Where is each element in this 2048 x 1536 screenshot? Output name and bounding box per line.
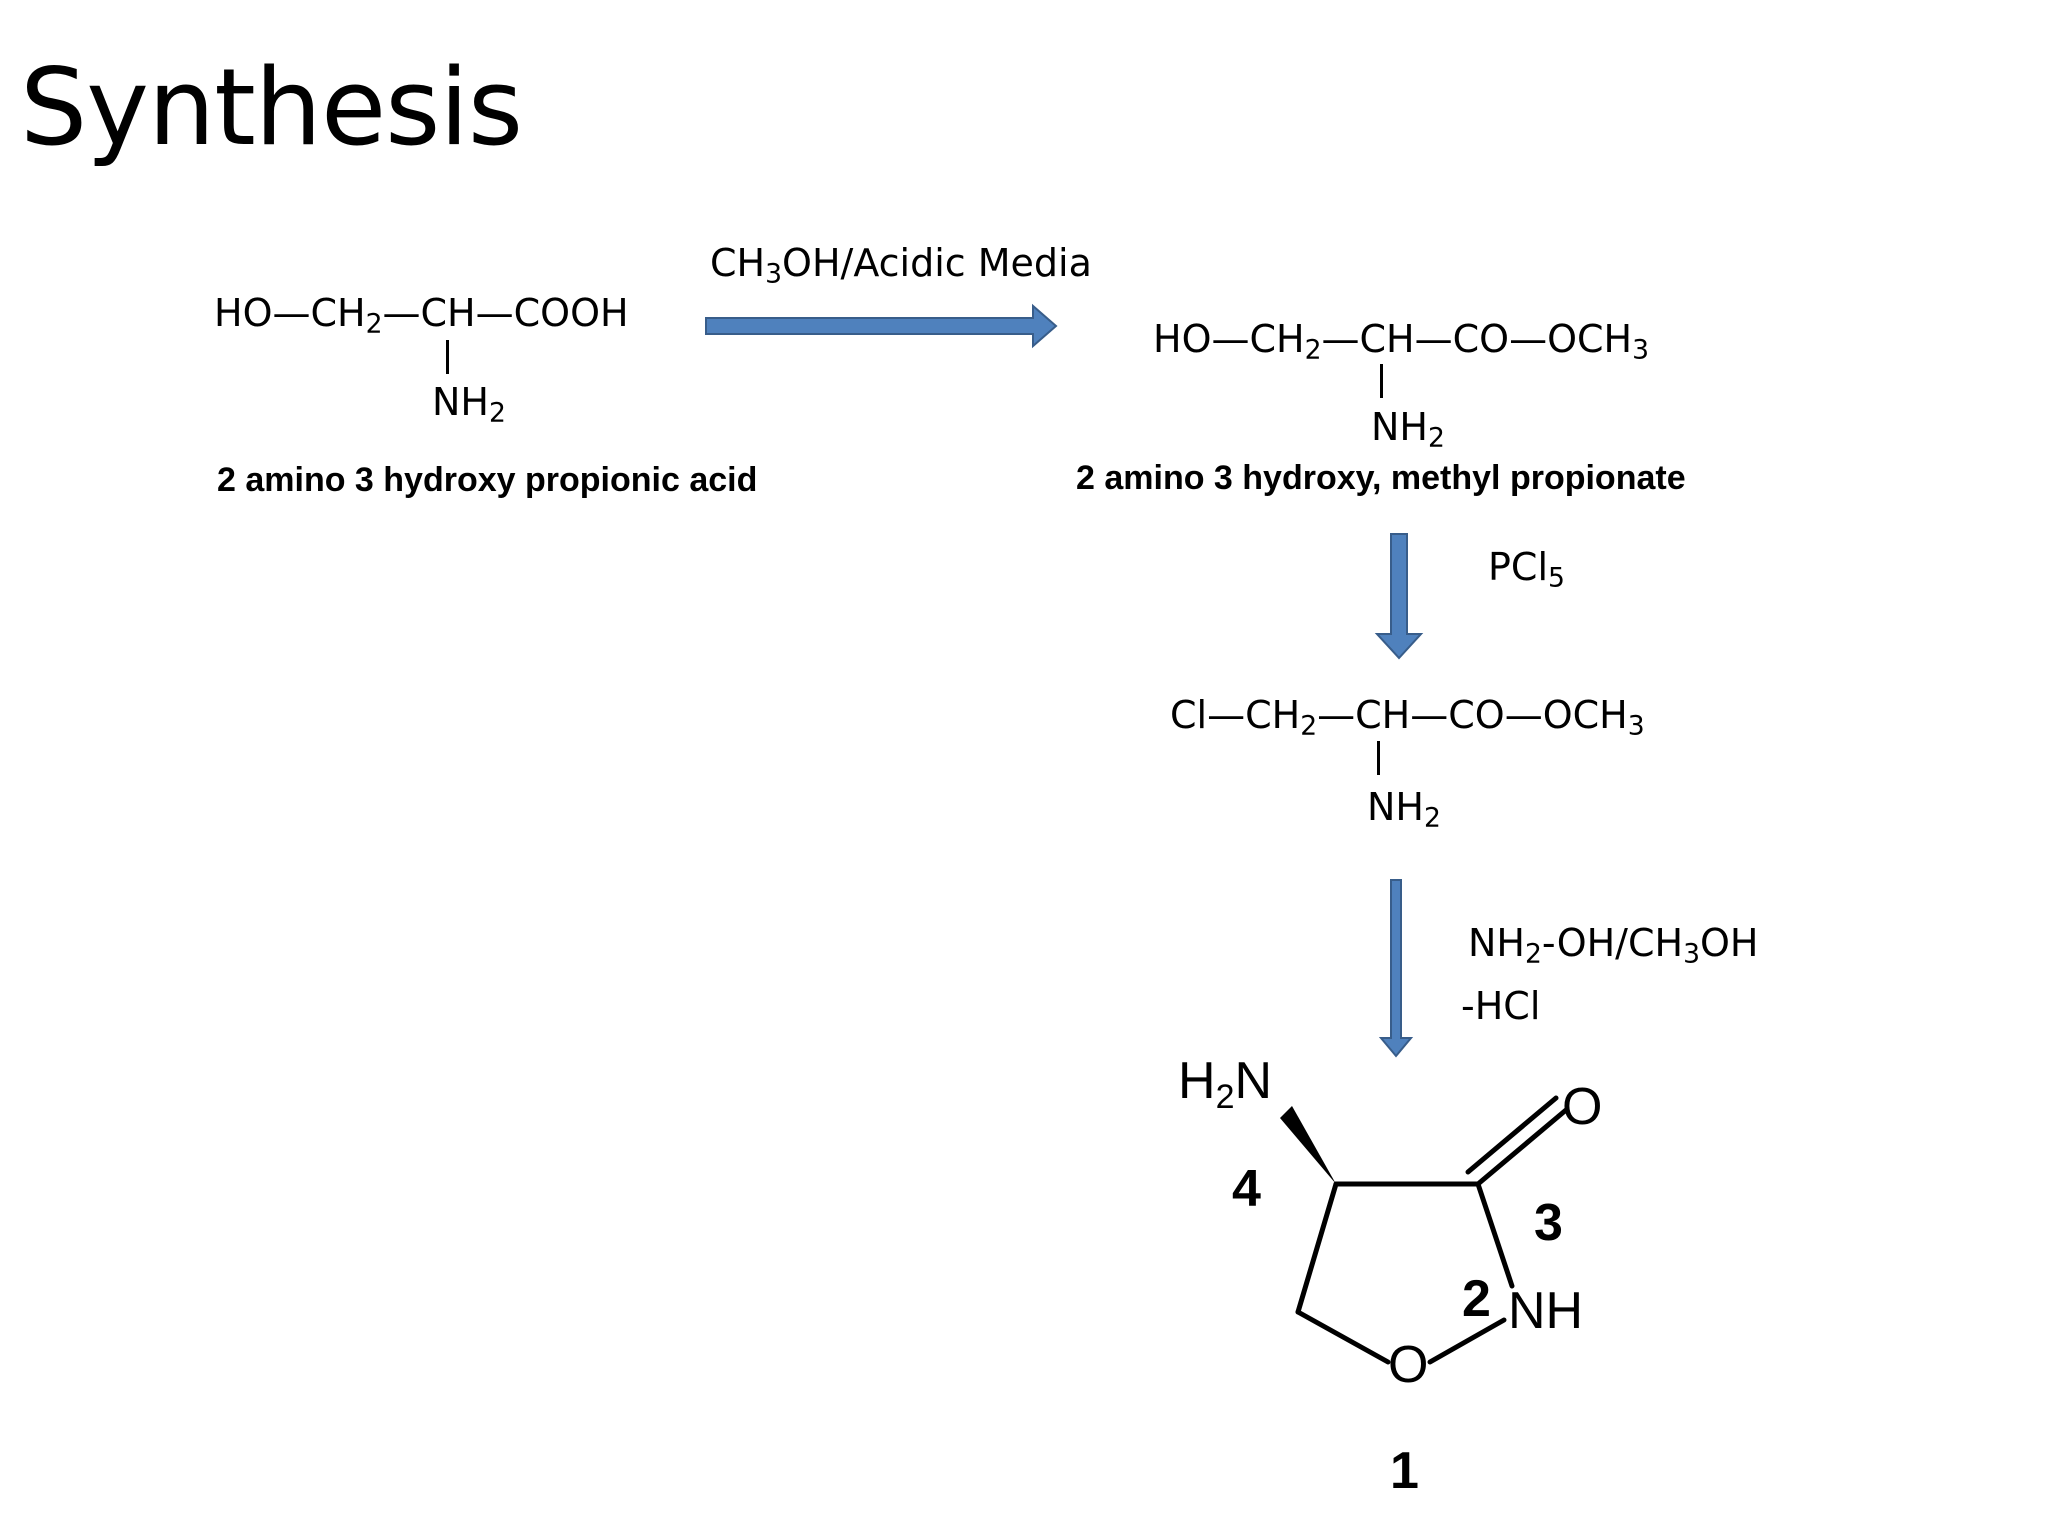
position-label-1: 1	[1390, 1442, 1419, 1500]
step2-arrow-shape	[1374, 533, 1424, 660]
step3-reagent-line2: -HCl	[1461, 984, 1541, 1028]
ester-chain: HO—CH2—CH—CO—OCH3	[1153, 317, 1650, 366]
amine-group: H2N	[1178, 1052, 1272, 1116]
serine-bond	[446, 340, 449, 374]
bond-c5-c4	[1295, 1181, 1339, 1315]
step2-arrow	[1374, 533, 1424, 660]
position-label-4: 4	[1232, 1160, 1261, 1218]
step1-arrow-shape	[705, 303, 1058, 349]
step1-reagent: CH3OH/Acidic Media	[710, 241, 1092, 290]
bond-o1-c5	[1295, 1309, 1391, 1365]
bond-n2-o1	[1427, 1317, 1507, 1365]
carbonyl-oxygen: O	[1562, 1078, 1602, 1136]
ester-amino-group: NH2	[1371, 405, 1445, 454]
bond-c3-o-double-b	[1465, 1095, 1559, 1175]
slide-title: Synthesis	[20, 46, 523, 169]
ester-name: 2 amino 3 hydroxy, methyl propionate	[1076, 459, 1686, 497]
chloro-amino-group: NH2	[1367, 785, 1441, 834]
step3-arrow-shape	[1378, 879, 1414, 1058]
step1-arrow	[705, 303, 1058, 349]
bond-c3-o-double-a	[1475, 1107, 1569, 1187]
ring-nh: NH	[1508, 1282, 1583, 1340]
ring-oxygen: O	[1388, 1336, 1428, 1394]
cycloserine-structure: H2N O NH O 4 3 2 1	[1178, 1052, 1602, 1500]
chloro-bond	[1377, 741, 1380, 775]
serine-chain: HO—CH2—CH—COOH	[214, 291, 629, 340]
wedge-bond-c4-n	[1280, 1106, 1336, 1184]
step3-arrow	[1378, 879, 1414, 1058]
step3-reagent-line1: NH2-OH/CH3OH	[1468, 921, 1759, 970]
serine-amino-group: NH2	[432, 380, 506, 429]
bond-c3-n2	[1475, 1181, 1515, 1289]
ester-bond	[1380, 364, 1383, 398]
chloro-chain: Cl—CH2—CH—CO—OCH3	[1170, 693, 1645, 742]
step2-reagent: PCl5	[1488, 545, 1565, 594]
position-label-3: 3	[1534, 1194, 1563, 1252]
position-label-2: 2	[1462, 1270, 1491, 1328]
serine-name: 2 amino 3 hydroxy propionic acid	[217, 461, 758, 499]
